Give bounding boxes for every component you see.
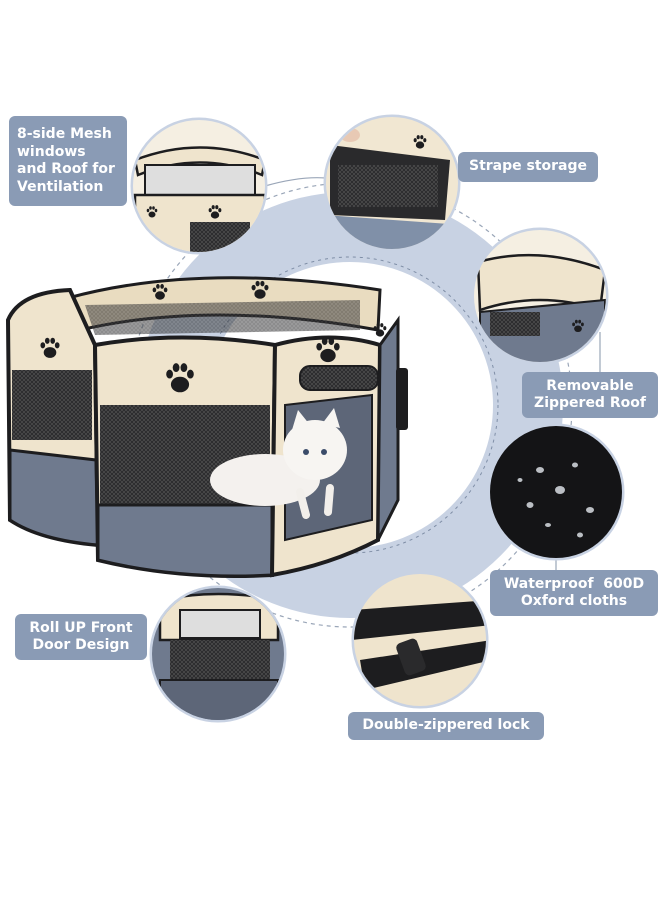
label-waterproof-line-1: Waterproof 600D — [503, 575, 645, 592]
label-lock-text: Double-zippered lock — [362, 717, 530, 734]
detail-circle-roll-up-door — [149, 585, 287, 723]
detail-circle-zippered-roof — [471, 227, 609, 365]
label-waterproof-line-2: Oxford cloths — [520, 593, 628, 609]
label-rollup-line-2: Door Design — [32, 637, 130, 653]
label-double-zipper-lock: Double-zippered lock — [348, 712, 544, 740]
detail-circle-strape-storage — [323, 114, 461, 252]
detail-circle-waterproof-fabric — [487, 423, 625, 561]
label-mesh-line-4: Ventilation — [17, 178, 104, 195]
detail-circle-mesh-roof — [130, 117, 268, 255]
label-mesh-line-3: and Roof for — [17, 161, 115, 177]
label-mesh-line-1: 8-side Mesh — [17, 126, 112, 142]
label-roof-line-1: Removable — [546, 377, 634, 394]
label-mesh-line-2: windows — [17, 143, 86, 160]
label-strape-storage: Strape storage — [458, 152, 598, 182]
playpen-main-image — [5, 276, 408, 578]
label-removable-roof: Removable Zippered Roof — [522, 372, 658, 418]
label-mesh-windows: 8-side Mesh windows and Roof for Ventila… — [9, 116, 127, 206]
detail-circle-double-zipper — [351, 571, 489, 709]
label-strape-text: Strape storage — [468, 158, 588, 175]
label-waterproof: Waterproof 600D Oxford cloths — [490, 570, 658, 616]
label-roof-line-2: Zippered Roof — [534, 395, 646, 411]
label-roll-up-door: Roll UP Front Door Design — [15, 614, 147, 660]
label-rollup-line-1: Roll UP Front — [29, 619, 133, 636]
